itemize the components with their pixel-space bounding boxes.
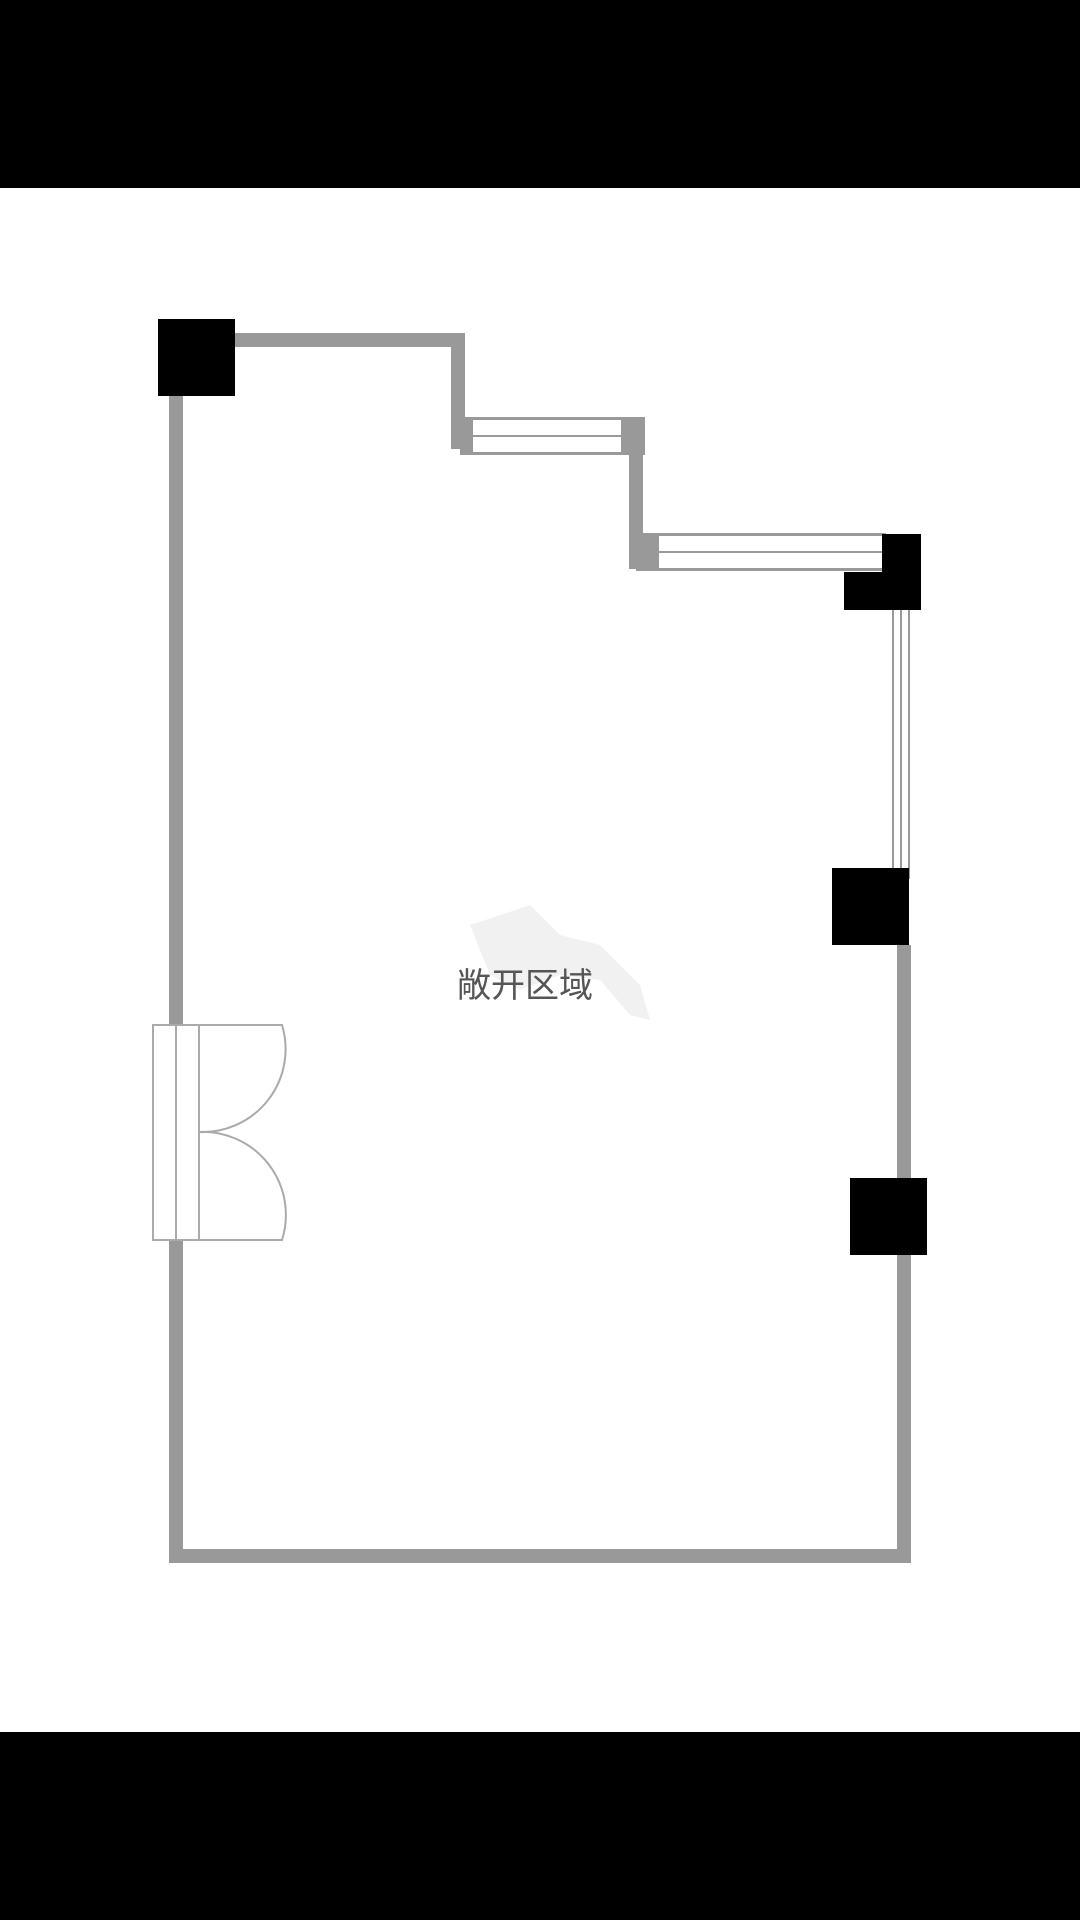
- room-label: 敞开区域: [457, 966, 593, 1006]
- wall-left-lower: [169, 1240, 911, 1563]
- window-top-2: [636, 533, 886, 571]
- columns: [158, 319, 927, 1255]
- column-icon: [850, 1178, 927, 1255]
- top-black-bar: [0, 0, 1080, 188]
- door-double: [152, 1024, 287, 1241]
- window-right: [892, 569, 910, 879]
- bottom-black-bar: [0, 1732, 1080, 1920]
- column-icon: [158, 319, 235, 396]
- column-icon: [844, 572, 921, 610]
- floor-plan-image[interactable]: 敞开区域: [0, 188, 1080, 1732]
- column-icon: [832, 868, 909, 945]
- window-top-1: [460, 417, 645, 455]
- watermark-icon: [470, 905, 650, 1020]
- floor-plan-svg: 敞开区域: [152, 319, 927, 1563]
